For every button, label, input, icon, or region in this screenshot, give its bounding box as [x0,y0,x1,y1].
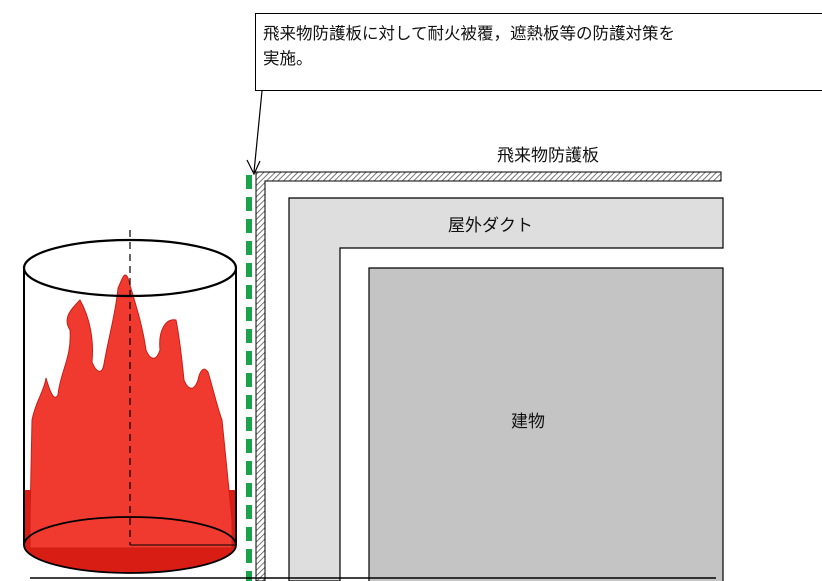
protection-plate-label: 飛来物防護板 [497,146,599,166]
cylinder-outline [23,268,237,545]
building-label: 建物 [511,412,545,432]
outdoor-duct-label: 屋外ダクト [448,216,533,236]
outdoor-duct [288,197,724,581]
flame-shape [29,274,233,549]
protection-plate [255,171,722,581]
callout-leader-arrow [246,90,263,176]
building-block [368,267,724,581]
callout-box: 飛来物防護板に対して耐火被覆，遮熱板等の防護対策を 実施。 [255,13,822,91]
fire-source-cylinder [22,230,238,574]
